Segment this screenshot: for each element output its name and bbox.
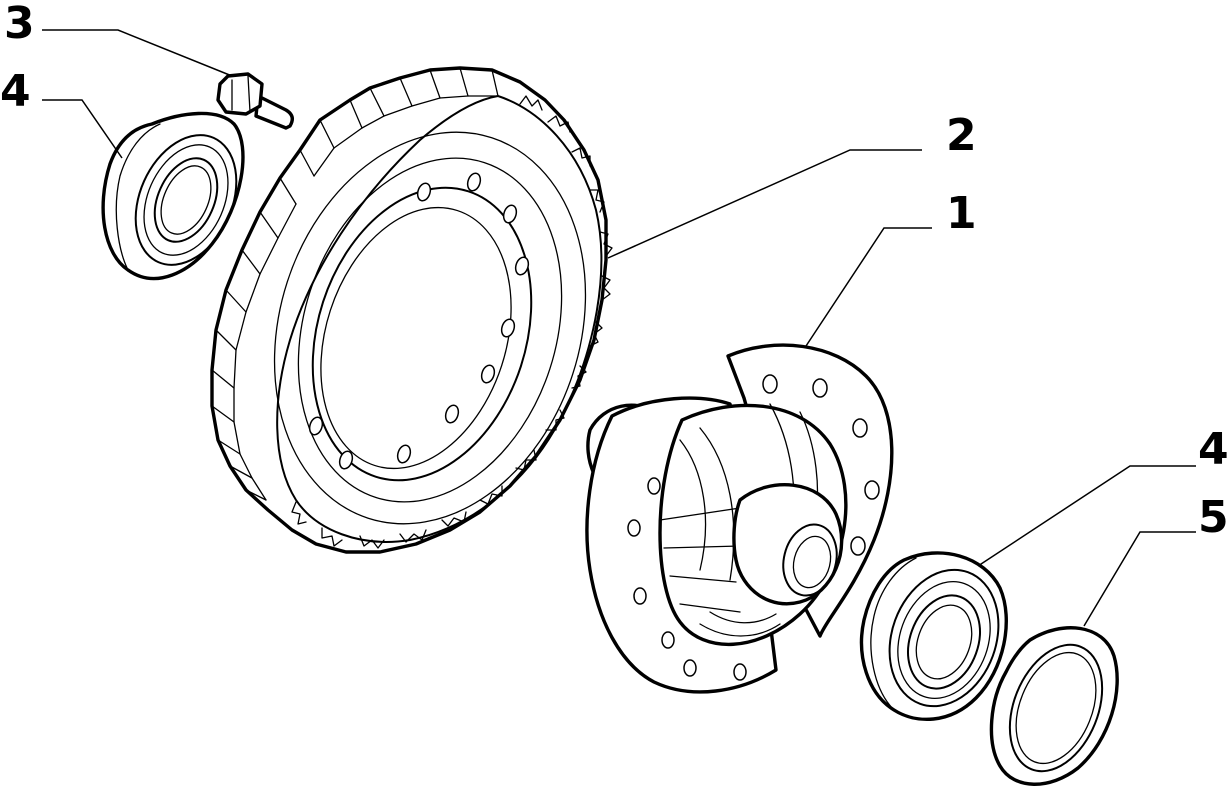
callout-labels: 3 4 2 1 4 5 xyxy=(0,0,1228,543)
part-bearing-right xyxy=(859,551,1008,722)
leader-4b xyxy=(977,465,1196,567)
leader-3 xyxy=(42,29,233,77)
part-crown-gear xyxy=(210,66,613,554)
callout-1: 1 xyxy=(946,188,977,239)
callout-4-left: 4 xyxy=(0,66,31,117)
callout-5: 5 xyxy=(1198,492,1228,543)
leader-4a xyxy=(42,99,123,159)
callout-2: 2 xyxy=(946,110,977,161)
gear-bolt-holes xyxy=(308,172,530,470)
leader-1 xyxy=(805,227,932,347)
callout-3: 3 xyxy=(4,0,35,49)
callout-4-right: 4 xyxy=(1198,424,1228,475)
part-bearing-left xyxy=(101,111,245,281)
part-seal-ring xyxy=(989,626,1119,786)
part-differential-case xyxy=(585,343,894,694)
part-bolt xyxy=(216,72,294,130)
leader-5 xyxy=(1083,531,1196,627)
leader-2 xyxy=(607,149,922,259)
leader-lines xyxy=(42,29,1196,627)
